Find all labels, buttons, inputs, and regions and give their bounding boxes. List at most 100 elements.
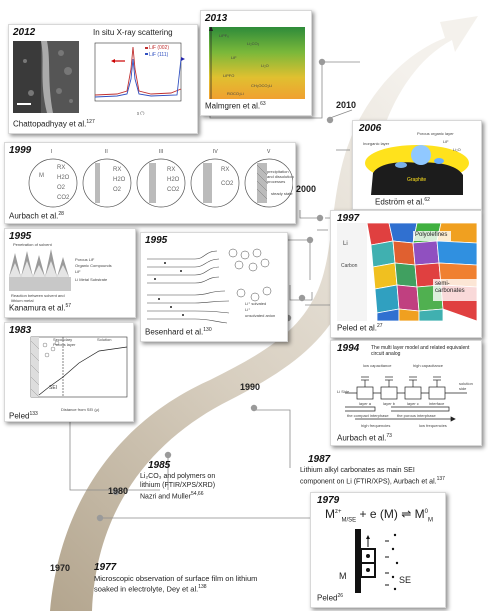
caption-1985-ref: 54,66 <box>190 491 204 497</box>
panel-year: 2013 <box>205 13 228 24</box>
label-li: Li <box>343 241 348 247</box>
caption-1977: Microscopic observation of surface film … <box>94 574 304 594</box>
mountain-label-3: LiF <box>231 55 237 60</box>
svg-text:CO2: CO2 <box>167 187 180 193</box>
svg-text:RX: RX <box>221 167 229 173</box>
citation-ref: 26 <box>337 593 344 599</box>
kanamura-label-3: Organic Compounds <box>75 263 112 268</box>
kanamura-diagram <box>9 249 71 291</box>
svg-text:H2O: H2O <box>167 177 180 183</box>
citation-ref: 127 <box>86 119 95 125</box>
citation-text: Malmgren et al. <box>205 101 261 111</box>
panel-year: 1997 <box>337 213 360 224</box>
circuit-label-a: layer a <box>359 401 372 406</box>
edstrom-label-organic: Porous organic layer <box>417 131 454 136</box>
stage-label-5: V <box>267 149 271 155</box>
svg-text:CO2: CO2 <box>57 195 70 201</box>
svg-text:O2: O2 <box>113 187 122 193</box>
circuit-label-solution: solution side <box>459 381 473 391</box>
kanamura-label-2: Porous LiF <box>75 257 95 262</box>
peled-mosaic <box>337 223 477 321</box>
caption-1987-year: 1987 <box>308 454 331 465</box>
label-m: M <box>339 571 347 581</box>
mountain-graph <box>209 27 305 99</box>
citation-1983: Peled133 <box>9 411 38 421</box>
panel-year: 1995 <box>145 235 168 246</box>
besenhard-legend-2: Li⁺ <box>245 307 251 312</box>
caption-1985: Li₂CO₃ and polymers on lithium (FTIR/XPS… <box>140 472 270 501</box>
region-secondary: Secondary Porous layer <box>53 337 76 347</box>
mountain-axis <box>209 27 213 99</box>
panel-1997: 1997 Polyolefines semi-carbonate <box>330 210 482 338</box>
mountain-label-6: CH₃OCO₂Li <box>251 83 273 88</box>
caption-1987-ref: 137 <box>436 476 445 482</box>
region-sei: SEI <box>49 385 58 391</box>
caption-1987: Lithium alkyl carbonates as main SEI com… <box>300 466 480 486</box>
svg-text:RX: RX <box>113 167 121 173</box>
citation-2012: Chattopadhyay et al.127 <box>13 119 95 129</box>
circuit-label-highfreq: high frequencies <box>361 423 391 428</box>
caption-1987-line2: component on Li (FTIR/XPS), Aurbach et a… <box>300 478 437 486</box>
circuit-label-c: layer c <box>407 401 419 406</box>
edstrom-label-inorganic: Inorganic layer <box>363 141 390 146</box>
panel-1983: 1983 Secondary Porous layer Solution SEI… <box>4 322 134 422</box>
caption-1977-year: 1977 <box>94 562 117 573</box>
svg-text:RX: RX <box>167 167 175 173</box>
panel-1995-kanamura: 1995 Penetration of solvent Porous LiF O… <box>4 228 136 318</box>
citation-1994: Aurbach et al.73 <box>337 433 392 443</box>
caption-1985-line2: lithium (FTIR/XPS/XRD) <box>140 482 216 489</box>
decade-2010: 2010 <box>336 100 357 110</box>
mountain-label-2: Li₂CO₃ <box>247 41 260 46</box>
citation-text: Kanamura et al. <box>9 303 66 313</box>
decade-1990: 1990 <box>240 382 261 392</box>
panel-2013: 2013 LiPF₆ Li₂CO₃ LiF Li₂O LiPFO CH₃OCO₂… <box>200 10 312 116</box>
kanamura-label-4: LiF <box>75 269 81 274</box>
caption-1985-year: 1985 <box>148 460 171 471</box>
stage-label-1: I <box>51 149 53 155</box>
citation-text: Peled <box>317 593 338 603</box>
citation-ref: 62 <box>424 197 430 203</box>
peled-1983-chart <box>30 336 128 398</box>
kanamura-label-6: Reaction between solvent and lithium met… <box>11 293 65 303</box>
caption-1977-line1: Microscopic observation of surface film … <box>94 574 258 583</box>
edstrom-label-graphite: Graphite <box>407 177 427 183</box>
citation-text: Edström et al. <box>375 197 425 207</box>
besenhard-legend-3: unsolvated anion <box>245 313 276 318</box>
svg-text:H2O: H2O <box>57 175 70 181</box>
circuit-label-lowfreq: low frequencies <box>419 423 447 428</box>
citation-ref: 27 <box>377 323 383 329</box>
svg-text:H2O: H2O <box>113 177 126 183</box>
citation-1995b: Besenhard et al.130 <box>145 327 212 337</box>
mountain-label-5: LiPFO <box>223 73 235 78</box>
panel-title: In situ X-ray scattering <box>93 28 173 37</box>
svg-text:O2: O2 <box>57 185 66 191</box>
citation-text: Chattopadhyay et al. <box>13 119 87 129</box>
caption-1977-line2: soaked in electrolyte, Dey et al. <box>94 584 199 594</box>
peled-1979-diagram <box>355 529 399 593</box>
citation-ref: 73 <box>386 433 392 439</box>
circuit-label-highcap: high capacitance <box>413 363 444 368</box>
circuit-label-porous: the porous interphase <box>397 413 436 418</box>
panel-2012: 2012 In situ X-ray scattering LiF (002) … <box>8 24 198 134</box>
svg-text:CO2: CO2 <box>221 181 234 187</box>
edstrom-label-lif: LiF <box>443 139 449 144</box>
circuit-label-compact: the compact interphase <box>347 413 389 418</box>
circuit-label-li: Li Side <box>337 389 350 394</box>
citation-2013: Malmgren et al.63 <box>205 101 266 111</box>
peled-xlabel: Distance from SEI (μ) <box>61 407 100 412</box>
mountain-label-1: LiPF₆ <box>219 33 229 38</box>
citation-ref: 57 <box>65 303 72 309</box>
citation-text: Aurbach et al. <box>9 211 59 221</box>
mountain-label-4: Li₂O <box>261 63 269 68</box>
tem-micrograph <box>13 41 79 113</box>
panel-1979: 1979 Mz+M/SE + e (M) ⇌ M0M M SE Peled26 <box>310 492 446 608</box>
aurbach-side-text-1: precipitation and dissolution processes <box>267 169 294 184</box>
stage-label-2: II <box>105 149 108 155</box>
panel-year: 2006 <box>359 123 382 134</box>
caption-1977-line2-wrap: soaked in electrolyte, Dey et al.138 <box>94 583 304 594</box>
panel-1995-besenhard: 1995 Li⁺ solvated Li⁺ unsolvated anion B… <box>140 232 288 342</box>
svg-text:RX: RX <box>57 165 65 171</box>
xray-xlabel: χ (°) <box>137 110 145 115</box>
